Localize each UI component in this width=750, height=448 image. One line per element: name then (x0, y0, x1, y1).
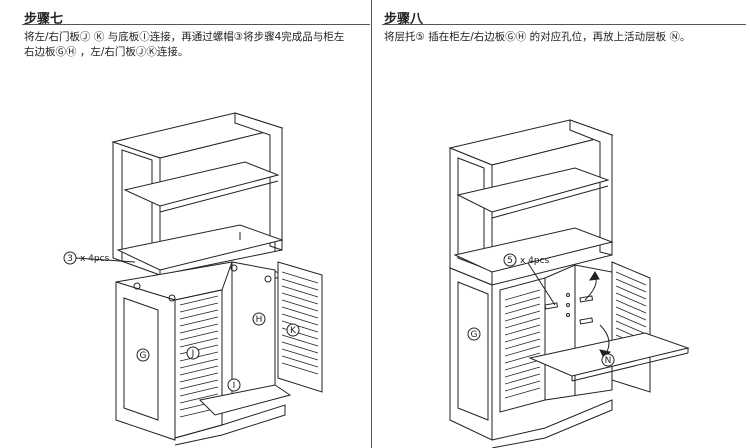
step7-lower-cabinet (115, 261, 323, 446)
step8-callout-qty: x 4pcs (520, 256, 550, 266)
step7-label-i: I (233, 381, 236, 391)
step7-nut-callout (63, 251, 136, 265)
step7-label-g: G (140, 351, 147, 361)
step7-callout-number: 3 (67, 254, 73, 264)
step7-callout-qty: x 4pcs (80, 254, 110, 264)
step7-panel: 步骤七 将左/右门板Ⓙ Ⓚ 与底板Ⓘ连接，再通过螺帽③将步骤4完成品与柜左 右边… (0, 0, 372, 448)
step8-label-g: G (471, 330, 478, 340)
step8-panel: 步骤八 将层托⑤ 插在柜左/右边板ⒼⒽ 的对应孔位，再放上活动层板 Ⓝ。 (372, 0, 750, 448)
step7-instruction-line1: 将左/右门板Ⓙ Ⓚ 与底板Ⓘ连接，再通过螺帽③将步骤4完成品与柜左 (24, 31, 345, 43)
step7-label-h: H (256, 315, 263, 325)
step8-callout-number: 5 (507, 256, 513, 266)
step8-cabinet (448, 119, 690, 448)
step8-label-n: N (605, 356, 612, 366)
step7-underline (22, 24, 370, 25)
step7-label-k: K (290, 326, 297, 336)
step7-upper-shelf-unit (111, 112, 284, 282)
step8-instruction-line1: 将层托⑤ 插在柜左/右边板ⒼⒽ 的对应孔位，再放上活动层板 Ⓝ。 (384, 31, 691, 43)
step8-underline (382, 24, 746, 25)
step7-instruction-line2: 右边板ⒼⒽ ，左/右门板ⒿⓀ连接。 (24, 46, 189, 58)
step8-title: 步骤八 (384, 12, 424, 27)
step7-label-j: J (191, 349, 195, 359)
step7-title: 步骤七 (24, 12, 64, 27)
step8-support-callout (503, 253, 556, 306)
panel-divider (371, 0, 372, 448)
